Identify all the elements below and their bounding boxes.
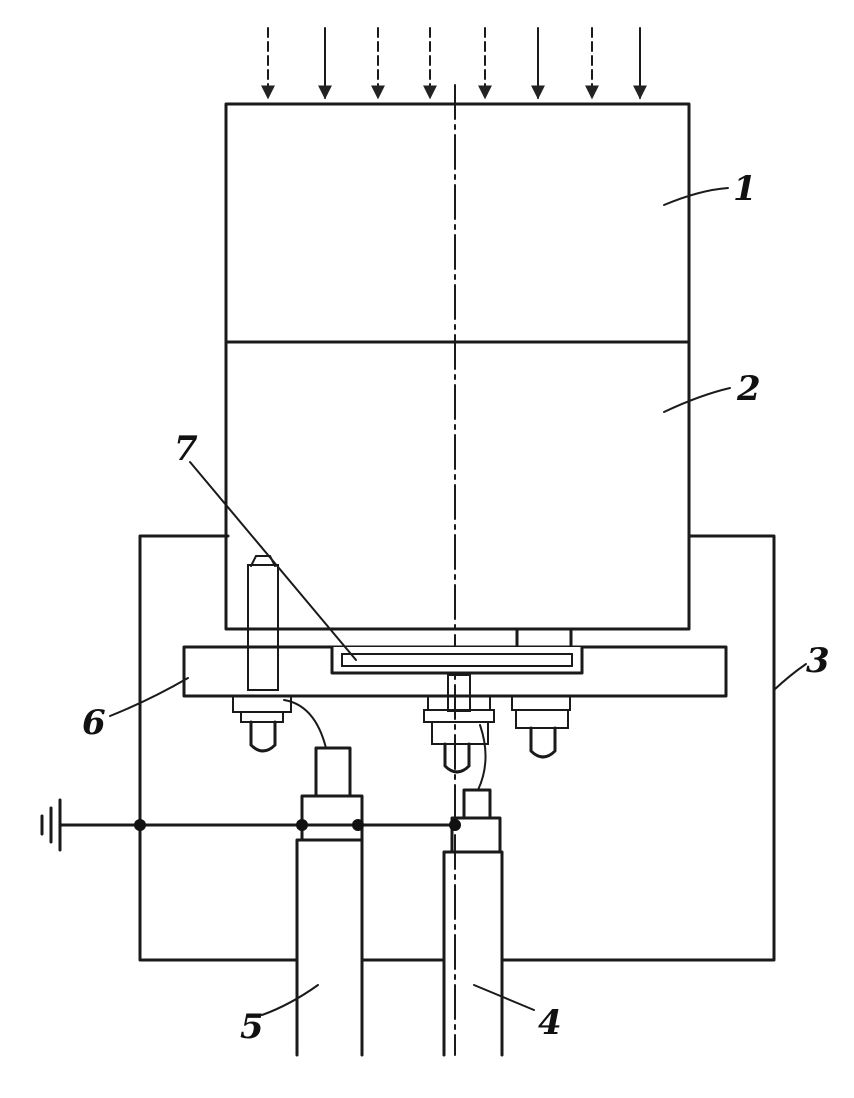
label-cable-4: 4 bbox=[538, 1003, 562, 1043]
frame-wire bbox=[138, 534, 776, 962]
ground-icon bbox=[40, 798, 62, 852]
cable-5 bbox=[295, 838, 364, 1057]
layer-2-block bbox=[224, 340, 691, 631]
leader-5 bbox=[261, 984, 319, 1016]
label-sensor: 7 bbox=[174, 429, 198, 469]
leader-6 bbox=[109, 677, 189, 717]
label-layer-2: 2 bbox=[736, 369, 761, 409]
junction-dot bbox=[449, 819, 461, 831]
label-plate: 6 bbox=[82, 703, 106, 743]
bolt-icon bbox=[511, 695, 571, 759]
bolt-icon bbox=[232, 555, 292, 753]
cable-4 bbox=[442, 850, 504, 1057]
junction-dot bbox=[134, 819, 146, 831]
leader-2 bbox=[663, 387, 731, 413]
leader-3 bbox=[773, 663, 807, 691]
junction-dot bbox=[296, 819, 308, 831]
signal-wire-right bbox=[477, 724, 487, 791]
bolt-icon bbox=[423, 674, 495, 774]
leader-1 bbox=[663, 187, 729, 206]
load-arrows bbox=[261, 27, 647, 100]
label-frame: 3 bbox=[806, 641, 830, 681]
sensor-element bbox=[341, 653, 573, 667]
signal-wire-left bbox=[283, 699, 327, 749]
spacer-block bbox=[515, 627, 573, 649]
leader-7 bbox=[189, 461, 357, 661]
junction-dot bbox=[352, 819, 364, 831]
label-cable-5: 5 bbox=[240, 1007, 264, 1047]
leader-4 bbox=[473, 984, 535, 1011]
layer-1-block bbox=[224, 102, 691, 344]
label-layer-1: 1 bbox=[733, 169, 757, 209]
